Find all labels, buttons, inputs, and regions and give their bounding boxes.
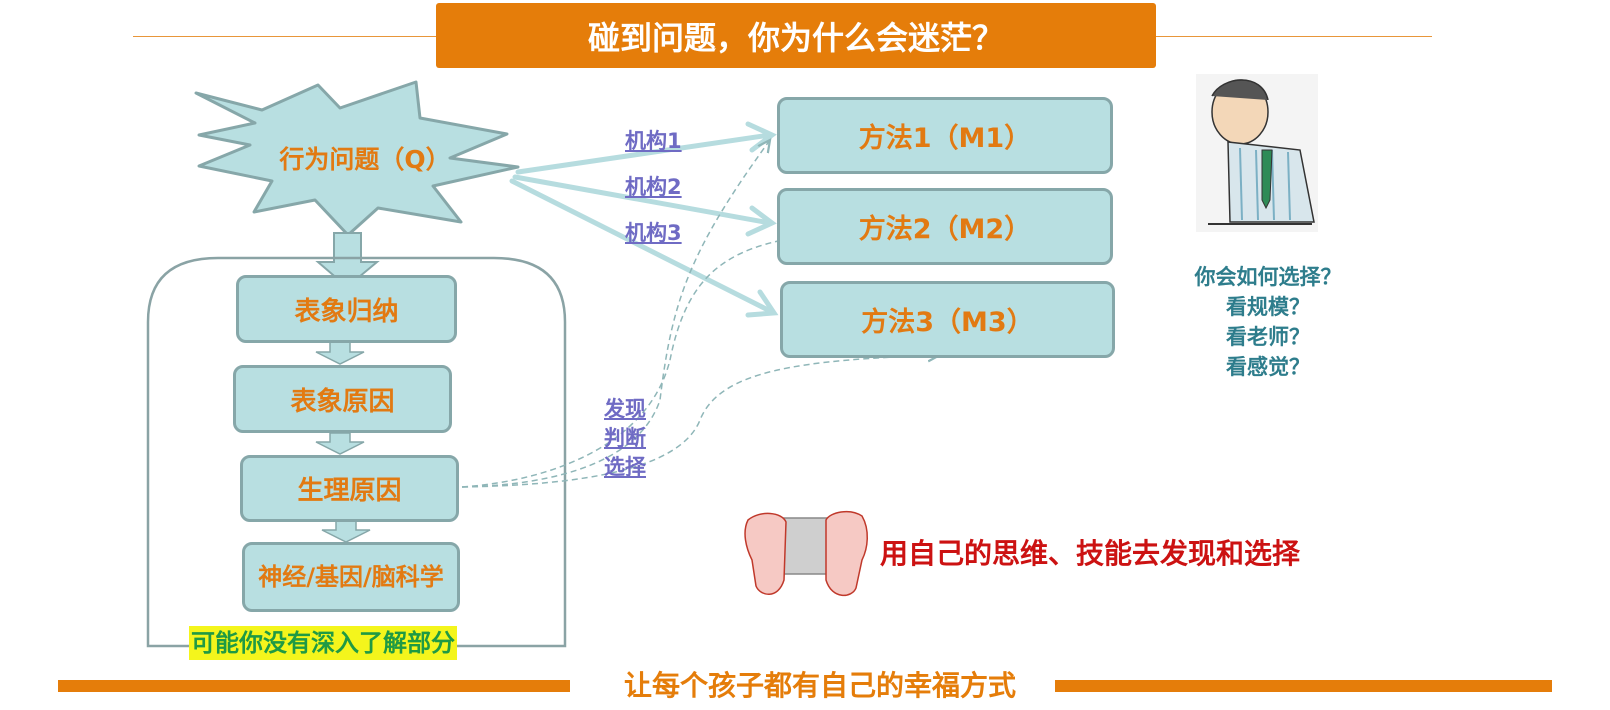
down-arrow-burst <box>315 232 380 289</box>
institution-3-link[interactable]: 机构3 <box>625 221 682 245</box>
step-symptom-cause: 表象原因 <box>233 365 452 433</box>
step-symptom-summary: 表象归纳 <box>236 275 457 343</box>
method-3-box: 方法3（M3） <box>780 281 1115 358</box>
institution-1-link[interactable]: 机构1 <box>625 129 682 153</box>
title-line-right <box>1156 36 1432 37</box>
institution-2-link[interactable]: 机构2 <box>625 175 682 199</box>
highlight-note: 可能你没有深入了解部分 <box>189 626 457 660</box>
step-physiological-cause: 生理原因 <box>240 455 459 522</box>
question-teacher: 看老师？ <box>1226 325 1310 349</box>
hands-illustration <box>744 510 868 596</box>
down-arrow-3 <box>321 520 371 543</box>
action-discover-link[interactable]: 发现 <box>604 397 646 421</box>
method-2-box: 方法2（M2） <box>777 188 1113 265</box>
footer-bar-right <box>1055 680 1552 692</box>
footer-tagline: 让每个孩子都有自己的幸福方式 <box>623 669 1016 702</box>
burst-shape <box>194 80 520 237</box>
question-how-choose: 你会如何选择？ <box>1194 265 1342 289</box>
footer-bar-left <box>58 680 570 692</box>
method-1-box: 方法1（M1） <box>777 97 1113 174</box>
question-feeling: 看感觉？ <box>1226 355 1310 379</box>
question-scale: 看规模？ <box>1226 295 1310 319</box>
title-line-left <box>133 36 436 37</box>
action-choose-link[interactable]: 选择 <box>604 455 646 479</box>
down-arrow-2 <box>315 432 365 455</box>
down-arrow-1 <box>315 341 365 365</box>
slogan-text: 用自己的思维、技能去发现和选择 <box>880 537 1301 570</box>
action-judge-link[interactable]: 判断 <box>604 426 646 450</box>
behavior-problem-label: 行为问题（Q） <box>279 145 451 174</box>
institution-arrows <box>509 121 779 318</box>
step-neuroscience: 神经/基因/脑科学 <box>242 542 460 612</box>
dashed-connectors <box>461 140 940 488</box>
confused-person-illustration <box>1196 74 1318 232</box>
steps-container <box>146 256 567 648</box>
page-title: 碰到问题，你为什么会迷茫？ <box>436 3 1156 68</box>
